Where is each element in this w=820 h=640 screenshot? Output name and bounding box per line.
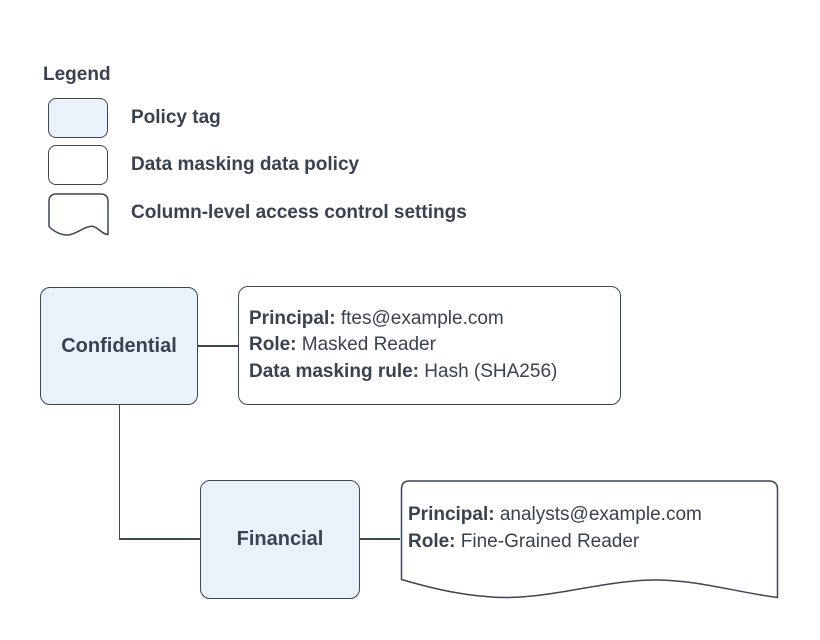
document-shape (400, 480, 779, 599)
policy-tag-node-confidential: Confidential (40, 287, 198, 405)
policy-line-principal: Principal: ftes@example.com (249, 307, 504, 329)
policy-tag-label: Financial (236, 528, 324, 550)
policy-tag-node-financial: Financial (200, 480, 360, 599)
policy-tag-swatch-icon (48, 98, 108, 138)
legend-item-column-access-settings: Column-level access control settings (131, 202, 467, 223)
legend-item-data-masking-policy: Data masking data policy (131, 154, 360, 175)
policy-line-masking-rule: Data masking rule: Hash (SHA256) (249, 360, 558, 382)
data-policy-swatch-icon (48, 145, 108, 185)
policy-line-role: Role: Fine-Grained Reader (408, 531, 640, 552)
policy-line-role: Role: Masked Reader (249, 334, 436, 356)
document-swatch-icon (48, 193, 109, 236)
column-access-settings-box: Principal: analysts@example.com Role: Fi… (400, 480, 779, 602)
connector-financial-to-access-settings (360, 538, 400, 540)
connector-confidential-to-masking-policy (198, 345, 238, 347)
access-settings-text: Principal: analysts@example.com Role: Fi… (408, 501, 702, 555)
legend-item-policy-tag: Policy tag (131, 107, 221, 128)
connector-confidential-to-financial-horizontal (118, 538, 201, 540)
legend-title: Legend (43, 64, 111, 85)
connector-confidential-to-financial-vertical (118, 405, 120, 539)
policy-line-principal: Principal: analysts@example.com (408, 504, 702, 525)
data-masking-policy-box: Principal: ftes@example.com Role: Masked… (238, 286, 621, 405)
policy-tag-label: Confidential (61, 334, 177, 357)
